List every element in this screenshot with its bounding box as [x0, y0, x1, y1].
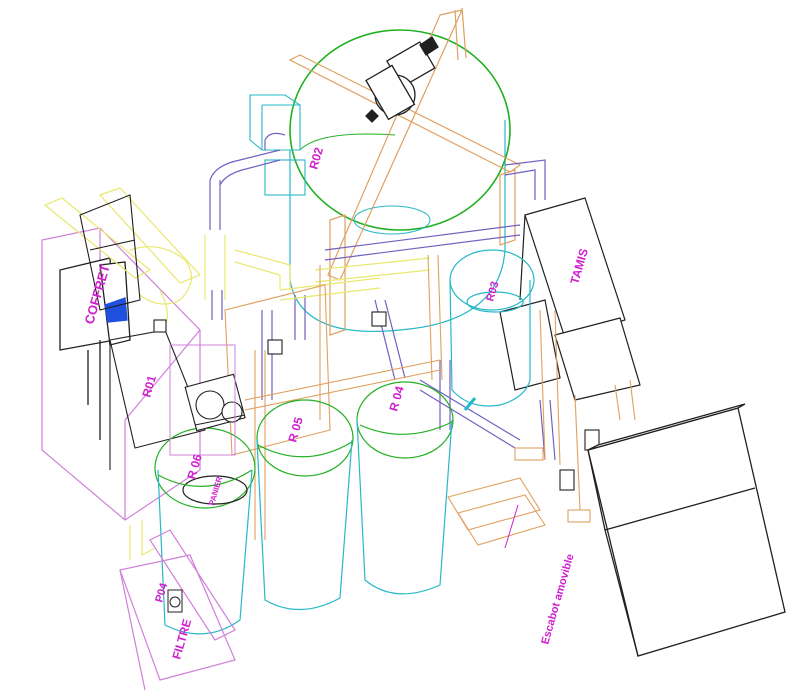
feed-chute	[43, 187, 202, 331]
tank-r03	[449, 249, 535, 407]
label-r04: R 04	[386, 384, 407, 413]
electrical-enclosure	[587, 403, 786, 657]
label-panier: PANIER	[207, 475, 224, 506]
escabot-step	[447, 477, 546, 546]
r02-cross-beams	[288, 7, 522, 336]
screen-funnel	[79, 194, 141, 311]
escabot-leader	[504, 504, 519, 549]
label-r02: R02	[306, 145, 326, 170]
r06-pump-frame	[169, 344, 236, 456]
label-escabot: Escabot amovible	[539, 553, 576, 646]
p04-pump	[167, 589, 183, 613]
tank-r04	[356, 381, 454, 595]
label-r06: R 06	[184, 452, 205, 481]
r06-pump	[184, 373, 246, 432]
label-filtre: FILTRE	[169, 617, 194, 660]
tank-r02	[289, 29, 511, 333]
filtre-p04-frame	[119, 529, 236, 691]
tank-r06	[154, 427, 256, 635]
filtre-feed-pipe	[129, 520, 156, 560]
label-r05: R 05	[285, 415, 306, 444]
r02-agitator-motor	[365, 36, 439, 123]
label-p04: P04	[153, 581, 170, 604]
label-r01: R01	[139, 373, 159, 398]
r01-top-panel	[109, 329, 206, 470]
pipe-network	[209, 132, 556, 461]
label-r03: R03	[484, 280, 501, 303]
valves	[153, 311, 600, 491]
yellow-piping	[204, 235, 431, 301]
tank-r05	[256, 399, 354, 611]
dosing-box	[249, 94, 306, 196]
tamis-unit	[499, 197, 641, 401]
coffret-cabinet	[59, 257, 131, 440]
cyan-stub	[463, 397, 477, 411]
